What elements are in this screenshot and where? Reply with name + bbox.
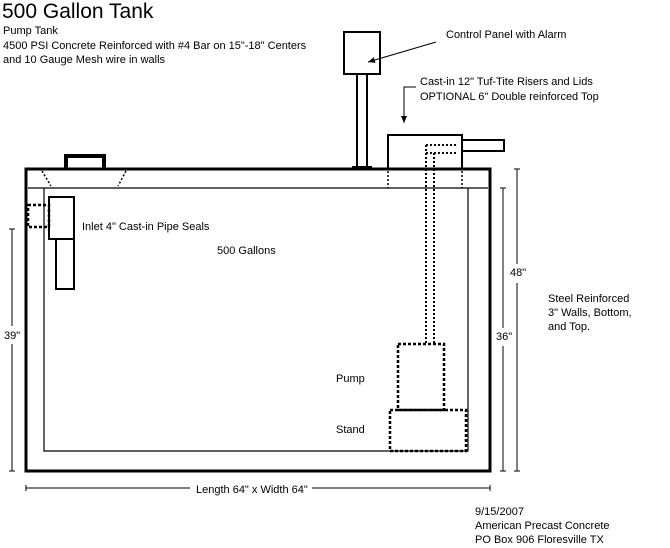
dim-line-39: [9, 228, 15, 472]
dim-label-length-width: Length 64" x Width 64": [196, 484, 308, 496]
risers-label-2: OPTIONAL 6" Double reinforced Top: [420, 91, 599, 103]
risers-label-1: Cast-in 12" Tuf-Tite Risers and Lids: [420, 76, 593, 88]
steel-label-2: 3" Walls, Bottom,: [548, 307, 632, 319]
spec-line-2: and 10 Gauge Mesh wire in walls: [3, 54, 166, 66]
pump-body: [396, 342, 446, 412]
pump-label: Pump: [336, 373, 365, 385]
pump-stand: [388, 408, 468, 453]
inlet-pipe: [48, 196, 75, 290]
inlet-label: Inlet 4" Cast-in Pipe Seals: [82, 221, 210, 233]
dim-label-48: 48": [510, 267, 527, 279]
control-panel-box: [343, 31, 381, 75]
control-panel-post: [356, 73, 368, 170]
discharge-pipe: [461, 139, 505, 152]
control-panel-leader: [367, 41, 437, 63]
tank-outer-wall: [24, 167, 492, 473]
steel-label-1: Steel Reinforced: [548, 293, 630, 305]
lifting-handle: [64, 154, 106, 168]
inlet-pipe-seal: [26, 203, 51, 229]
dim-label-36: 36": [496, 331, 513, 343]
footer-date: 9/15/2007: [475, 506, 524, 518]
control-panel-base: [352, 166, 372, 170]
dim-line-48: [514, 168, 520, 472]
dim-line-36: [500, 187, 506, 472]
control-panel-label: Control Panel with Alarm: [446, 29, 567, 41]
diagram-title: 500 Gallon Tank: [2, 0, 154, 23]
footer-address: PO Box 906 Floresville TX: [475, 534, 604, 546]
tank-inner-wall: [43, 188, 469, 452]
pump-discharge-pipe: [425, 144, 458, 344]
left-opening-dashed: [41, 170, 52, 187]
steel-label-3: and Top.: [548, 321, 591, 333]
riser-leader: [401, 86, 416, 123]
diagram-subtitle: Pump Tank: [3, 25, 58, 37]
dim-line-length: [25, 485, 491, 491]
spec-line-1: 4500 PSI Concrete Reinforced with #4 Bar…: [3, 40, 307, 52]
left-opening-dashed: [117, 170, 127, 187]
footer-company: American Precast Concrete: [475, 520, 610, 532]
capacity-label: 500 Gallons: [217, 245, 276, 257]
dim-label-39: 39": [4, 330, 21, 342]
riser-opening-dashed: [387, 171, 463, 188]
stand-label: Stand: [336, 424, 365, 436]
